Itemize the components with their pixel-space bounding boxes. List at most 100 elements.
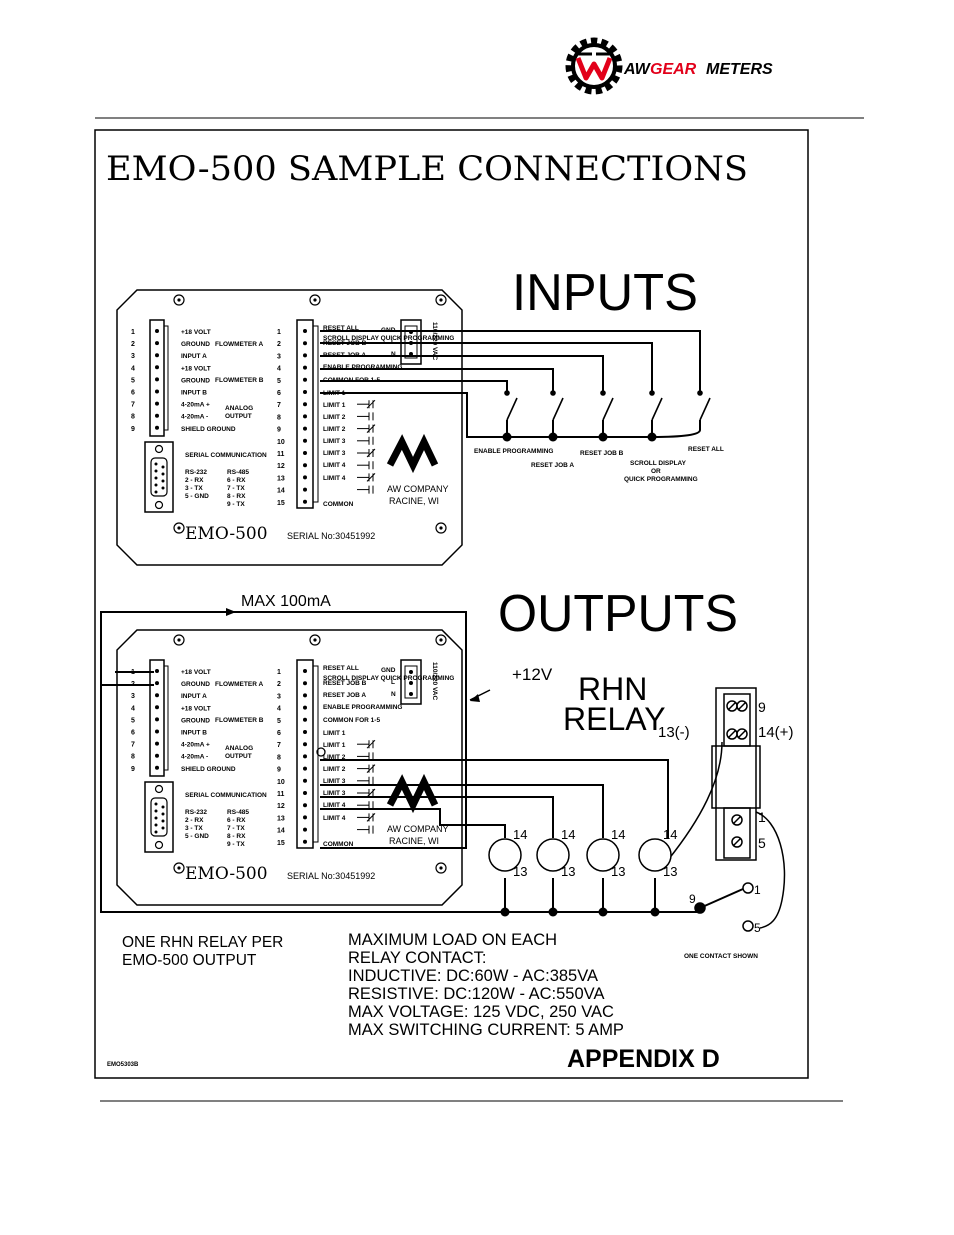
in-left-screw (155, 329, 159, 333)
relay-coil (536, 838, 570, 872)
in-right-pin-10: 10 (277, 439, 285, 446)
out-right-screw (303, 669, 307, 673)
in-db9-pin (154, 490, 158, 494)
in-city: RACINE, WI (389, 496, 439, 506)
in-left-screw (155, 341, 159, 346)
logo-gear: GEAR (650, 61, 697, 78)
in-right-pin-15: 15 (277, 500, 285, 507)
out-right-screw (303, 766, 307, 771)
in-right-screw (303, 353, 307, 358)
out-left-pin-8: 8 (131, 754, 135, 761)
in-left-pin-2: 2 (131, 341, 135, 348)
in-right-label-13: LIMIT 4 (323, 462, 346, 469)
switch-label-reset-all: RESET ALL (688, 446, 724, 453)
in-db9-pin (161, 479, 165, 483)
contact-9: 9 (689, 892, 696, 906)
in-left-screw (155, 425, 159, 430)
in-rs232-line: 2 - RX (185, 477, 204, 484)
out-left-label-4: +18 VOLT (181, 705, 211, 712)
contact-5: 5 (754, 921, 761, 935)
max-current-label: MAX 100mA (241, 593, 331, 610)
relay-coil (586, 838, 620, 872)
out-right-label-14: LIMIT 4 (323, 815, 346, 822)
coil-terminal-14: 14 (513, 827, 527, 842)
switch-label-or: OR (651, 468, 661, 475)
in-db9-pin (161, 465, 165, 469)
in-right-screw (303, 463, 307, 468)
out-left-label-6: INPUT B (181, 730, 207, 737)
in-left-pin-3: 3 (131, 353, 135, 360)
out-left-screw (155, 741, 159, 746)
outputs-title: OUTPUTS (498, 585, 738, 643)
out-right-pin-2: 2 (277, 681, 281, 688)
switch-blade (651, 397, 663, 421)
wire-junctions (316, 747, 660, 917)
out-power-GND: GND (381, 667, 396, 674)
out-right-screw (303, 778, 307, 783)
in-left-screw (155, 365, 159, 370)
out-right-label-12: LIMIT 3 (323, 790, 346, 797)
out-rs232-line: 3 - TX (185, 825, 203, 832)
in-right-pin-3: 3 (277, 353, 281, 360)
out-rs485: RS-485 (227, 809, 249, 816)
out-right-label-6: COMMON FOR 1-5 (323, 717, 380, 724)
relay-name-rhn: RHN (578, 671, 647, 707)
input-wiring (320, 330, 701, 438)
out-right-label-3: RESET JOB B (323, 680, 367, 687)
ground-junction (500, 907, 510, 917)
out-left-screw (155, 693, 159, 698)
coil-terminal-13: 13 (611, 864, 625, 879)
out-right-screw (303, 742, 307, 747)
in-right-label-12: LIMIT 3 (323, 450, 346, 457)
in-left-label-6: INPUT B (181, 390, 207, 397)
out-left-pin-3: 3 (131, 693, 135, 700)
load-line-4: RESISTIVE: DC:120W - AC:550VA (348, 985, 604, 1003)
in-left-pin-7: 7 (131, 402, 135, 409)
out-left-pin-9: 9 (131, 766, 135, 773)
out-right-label-10: LIMIT 2 (323, 766, 346, 773)
out-right-screw (303, 827, 307, 832)
in-right-screw (303, 341, 307, 346)
in-right-pin-9: 9 (277, 427, 281, 434)
out-right-pin-11: 11 (277, 791, 285, 798)
switch-label-quick-programming: QUICK PROGRAMMING (624, 476, 698, 483)
out-analog-1: ANALOG (225, 745, 253, 752)
relay-terminal-13: 13(-) (658, 724, 690, 741)
in-left-pin-5: 5 (131, 377, 135, 384)
in-db9-pin (154, 483, 158, 487)
in-left-pin-9: 9 (131, 426, 135, 433)
switch-label-reset-job-a: RESET JOB A (531, 462, 574, 469)
out-rs232: RS-232 (185, 809, 207, 816)
out-contact-slash (366, 788, 376, 798)
out-left-label-1: +18 VOLT (181, 669, 211, 676)
in-serial: SERIAL No:30451992 (287, 531, 375, 541)
in-right-pin-11: 11 (277, 451, 285, 458)
coil-terminal-13: 13 (513, 864, 527, 879)
in-right-label-2: SCROLL DISPLAY QUICK PROGRAMMING (323, 335, 454, 342)
coil-terminal-14: 14 (611, 827, 625, 842)
in-right-label-1: RESET ALL (323, 325, 359, 332)
in-analog-2: OUTPUT (225, 413, 252, 420)
in-right-screw (303, 365, 307, 370)
in-right-label-common: COMMON (323, 501, 354, 508)
out-serial: SERIAL No:30451992 (287, 871, 375, 881)
in-power-rating: 110/220 VAC (431, 322, 438, 360)
out-right-screw (303, 839, 307, 844)
out-db9-pin (154, 830, 158, 834)
out-rs485-line: 6 - RX (227, 817, 246, 824)
relay-contact (694, 882, 754, 932)
in-right-label-5: ENABLE PROGRAMMING (323, 364, 402, 371)
in-right-screw (303, 451, 307, 455)
out-db9-pin (161, 805, 165, 809)
switch-label-scroll-display: SCROLL DISPLAY (630, 460, 687, 467)
relay-terminal-5: 5 (758, 835, 766, 851)
out-left-pin-7: 7 (131, 742, 135, 749)
logo-meters: METERS (706, 61, 773, 78)
in-rs232: RS-232 (185, 469, 207, 476)
in-right-label-14: LIMIT 4 (323, 475, 346, 482)
in-rs485-line: 7 - TX (227, 485, 245, 492)
in-left-label-1: +18 VOLT (181, 329, 211, 336)
drawing-number: EMO5303B (107, 1062, 139, 1068)
